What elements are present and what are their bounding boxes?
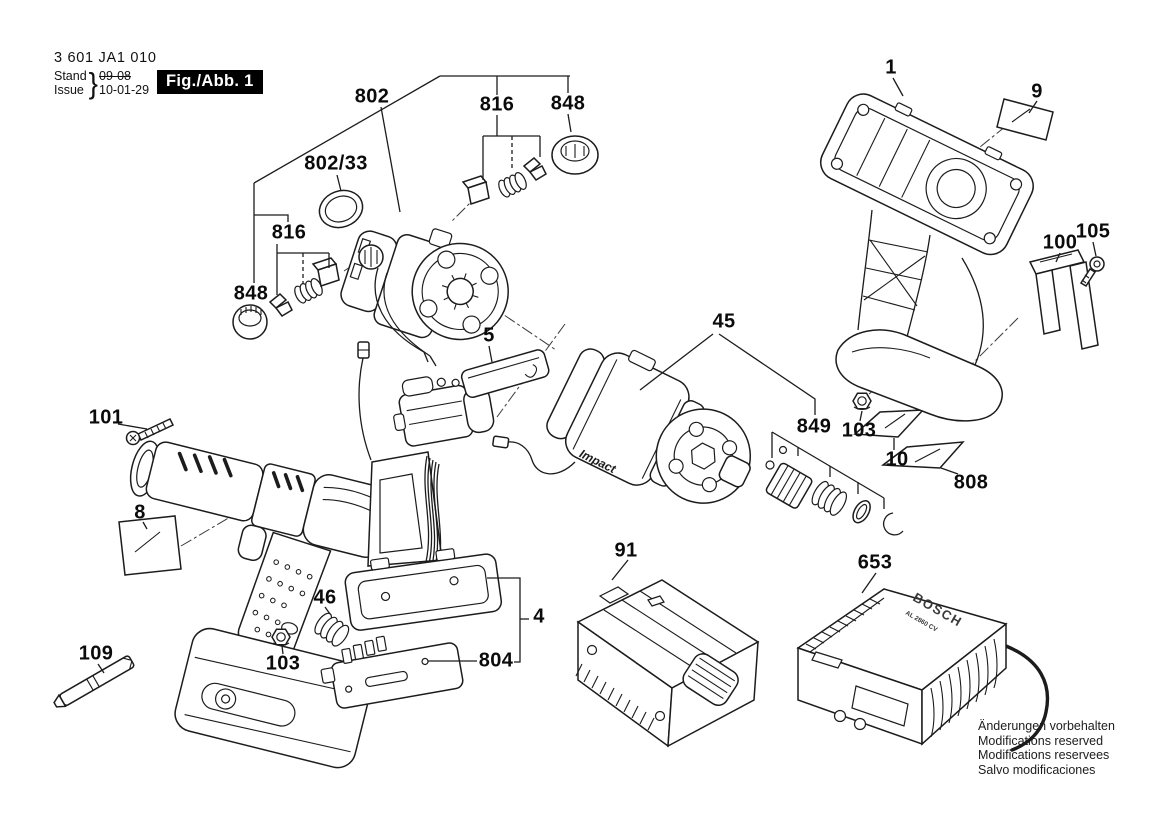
stand-value: 09-08	[99, 69, 132, 83]
type-number: 3 601 JA1 010	[54, 50, 157, 66]
part-4-switch-assembly-drawing	[343, 342, 503, 631]
callout-8: 8	[134, 501, 146, 524]
title-block: 3 601 JA1 010 Stand Issue } 09-08 10-01-…	[54, 50, 157, 97]
callout-5: 5	[483, 324, 495, 347]
motor-brush-cap	[359, 245, 383, 269]
part-91-battery-pack-drawing	[576, 580, 758, 746]
part-802-motor-drawing	[335, 207, 521, 359]
legal-line-de: Änderungen vorbehalten	[978, 719, 1115, 733]
callout-100: 100	[1042, 231, 1078, 254]
callout-653: 653	[857, 551, 893, 574]
charger-cord	[1006, 646, 1047, 750]
callout-91: 91	[614, 539, 638, 562]
callout-45: 45	[712, 310, 736, 333]
part-46-spring-drawing	[312, 611, 352, 649]
callout-802: 802	[354, 85, 390, 108]
battery-hatch	[576, 664, 654, 730]
part-1-housing-half-drawing	[815, 83, 1042, 421]
callout-101: 101	[88, 406, 124, 429]
callout-46: 46	[313, 586, 337, 609]
callout-leader-lines	[98, 76, 1096, 673]
callout-103-left: 103	[265, 652, 301, 675]
issue-value: 10-01-29	[99, 82, 150, 97]
part-816-brush-left-drawing	[270, 258, 339, 316]
part-802-33-o-ring-drawing	[314, 185, 368, 234]
callout-848-top: 848	[550, 92, 586, 115]
part-816-brush-top-drawing	[463, 158, 546, 204]
part-109-screwdriver-bit-drawing	[52, 655, 135, 710]
callout-1: 1	[885, 56, 897, 79]
legal-line-en: Modifications reserved	[978, 733, 1104, 748]
callout-10: 10	[885, 448, 909, 471]
callout-849: 849	[796, 415, 832, 438]
part-105-screw-drawing	[1081, 257, 1104, 286]
legal-line-es: Salvo modificaciones	[978, 762, 1096, 777]
impact-wire	[493, 436, 575, 474]
part-849-collet-set-drawing	[765, 447, 903, 535]
part-103-nut-left-drawing	[272, 629, 290, 645]
part-45-impact-gearbox-drawing: Impact	[539, 330, 775, 530]
grip-texture	[248, 557, 314, 643]
callout-808: 808	[953, 471, 989, 494]
callout-848-left: 848	[233, 282, 269, 305]
callout-103-right: 103	[841, 419, 877, 442]
part-103-nut-right-drawing	[853, 393, 871, 409]
issue-label: Issue	[54, 82, 84, 97]
part-808-label-sticker-drawing	[883, 442, 963, 468]
part-101-screw-drawing	[127, 419, 174, 445]
revision-block: Stand Issue } 09-08 10-01-29	[54, 66, 157, 100]
callout-802-33: 802/33	[304, 152, 368, 175]
motor-wires	[375, 268, 436, 366]
part-848-brush-cap-left-drawing	[233, 305, 267, 339]
part-848-brush-cap-top-drawing	[552, 136, 598, 174]
callout-804: 804	[478, 649, 514, 672]
figure-label: Fig./Abb. 1	[157, 70, 263, 94]
part-804-contact-plate-drawing	[317, 624, 464, 711]
callout-109: 109	[78, 642, 114, 665]
callout-9: 9	[1031, 80, 1043, 103]
callout-105: 105	[1075, 220, 1111, 243]
revision-brace: }	[88, 66, 99, 100]
charger-fins	[931, 639, 997, 737]
callout-4: 4	[533, 605, 545, 628]
callout-816-left: 816	[271, 221, 307, 244]
part-5-slide-plate-drawing	[460, 348, 550, 399]
legal-note: Änderungen vorbehalten Modifications res…	[978, 719, 1115, 777]
legal-line-fr: Modifications reservees	[978, 748, 1110, 763]
part-10-label-sticker-drawing	[855, 410, 923, 437]
stand-label: Stand	[54, 69, 87, 83]
part-9-label-sticker-drawing	[997, 99, 1053, 140]
part-100-belt-clip-drawing	[1030, 250, 1098, 349]
part-653-charger-drawing: BOSCH AL 2860 CV	[798, 589, 1047, 750]
part-8-label-sticker-drawing	[119, 516, 181, 575]
callout-816-top: 816	[479, 93, 515, 116]
